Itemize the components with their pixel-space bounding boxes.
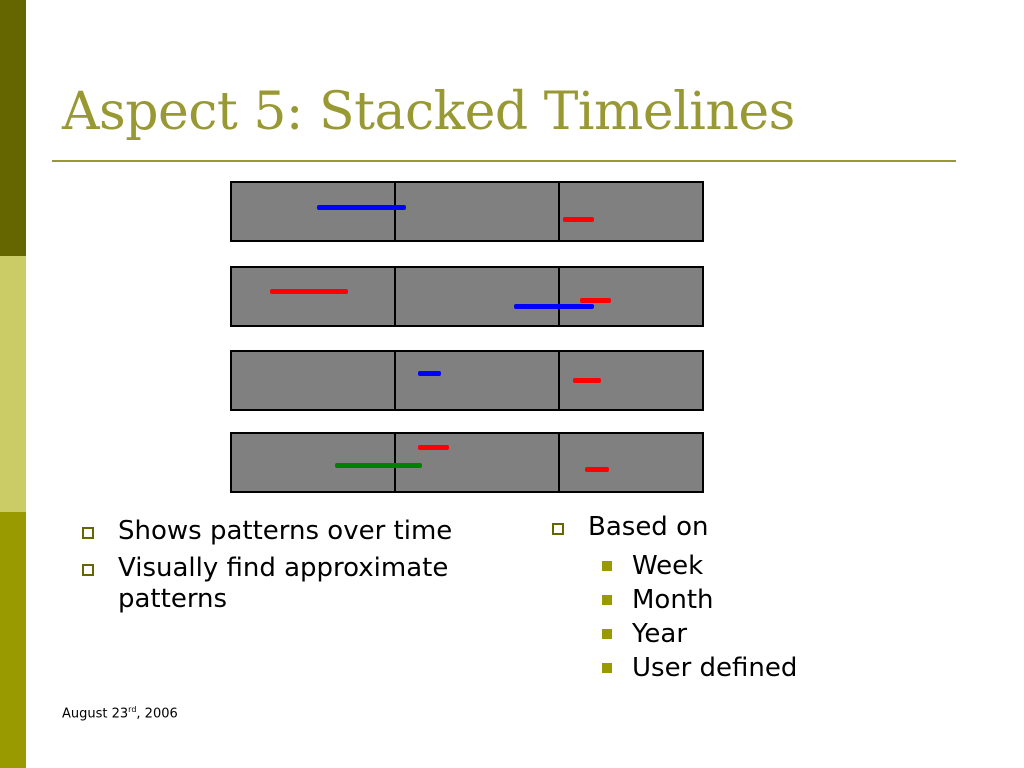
red-event-segment: [270, 289, 348, 294]
timeline-divider: [394, 352, 396, 409]
slide-title: Aspect 5: Stacked Timelines: [62, 82, 795, 142]
sub-bullet-text: Week: [632, 551, 704, 581]
red-event-segment: [573, 378, 601, 383]
filled-square-bullet-icon: [602, 595, 612, 605]
blue-event-segment: [418, 371, 441, 376]
sub-bullet-item: Month: [550, 583, 970, 617]
timeline-row-2: [230, 266, 704, 327]
sub-bullet-item: Week: [550, 549, 970, 583]
sub-bullet-item: User defined: [550, 651, 970, 685]
red-event-segment: [585, 467, 609, 472]
filled-square-bullet-icon: [602, 663, 612, 673]
sidebar-stripe-middle: [0, 256, 26, 512]
timeline-row-1: [230, 181, 704, 242]
timeline-divider: [558, 183, 560, 240]
sidebar-stripe-bottom: [0, 512, 26, 768]
bullet-text: Based on: [588, 512, 709, 542]
hollow-square-bullet-icon: [552, 523, 564, 535]
timeline-row-4: [230, 432, 704, 493]
bullet-text: Visually find approximate patterns: [118, 553, 449, 614]
sub-bullet-text: User defined: [632, 653, 798, 683]
timeline-divider: [394, 434, 396, 491]
timeline-divider: [394, 183, 396, 240]
blue-event-segment: [514, 304, 594, 309]
bullet-item: Shows patterns over time: [80, 516, 500, 547]
left-bullet-list: Shows patterns over time Visually find a…: [80, 516, 500, 621]
footer-date: August 23rd, 2006: [62, 705, 178, 722]
sub-bullet-text: Month: [632, 585, 714, 615]
filled-square-bullet-icon: [602, 561, 612, 571]
blue-event-segment: [317, 205, 406, 210]
sub-bullet-text: Year: [632, 619, 688, 649]
red-event-segment: [580, 298, 611, 303]
timeline-divider: [558, 268, 560, 325]
timeline-divider: [394, 268, 396, 325]
sidebar-stripe-top: [0, 0, 26, 256]
bullet-item: Visually find approximate patterns: [80, 553, 500, 615]
green-event-segment: [335, 463, 422, 468]
sub-bullet-item: Year: [550, 617, 970, 651]
red-event-segment: [563, 217, 594, 222]
timeline-divider: [558, 434, 560, 491]
hollow-square-bullet-icon: [82, 564, 94, 576]
timeline-divider: [558, 352, 560, 409]
title-underline: [52, 160, 956, 162]
hollow-square-bullet-icon: [82, 527, 94, 539]
filled-square-bullet-icon: [602, 629, 612, 639]
bullet-text: Shows patterns over time: [118, 516, 453, 546]
right-bullet-list: Based on Week Month Year User defined: [550, 512, 970, 685]
bullet-item: Based on: [550, 512, 970, 543]
timeline-row-3: [230, 350, 704, 411]
red-event-segment: [418, 445, 449, 450]
